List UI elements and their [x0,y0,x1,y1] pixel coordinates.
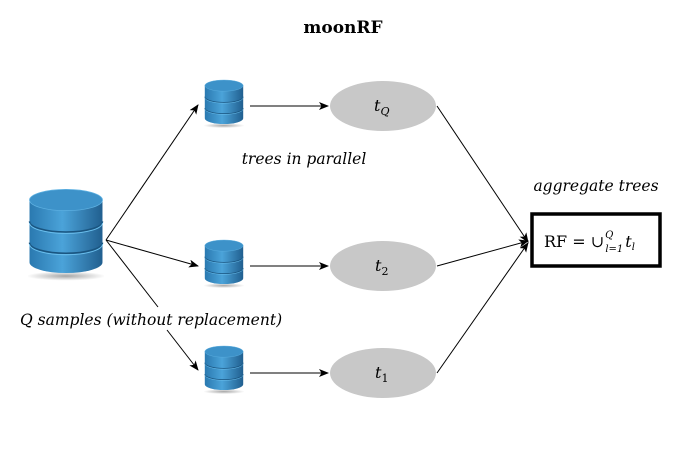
edge-main-to-sample-2 [105,239,199,268]
sample-q-database-icon [204,79,244,129]
tree-2-label: t2 [375,256,388,278]
edge-tree-2-to-output [436,239,529,267]
edge-tree-q-to-output [436,105,529,243]
samples-label: Q samples (without replacement) [20,311,282,329]
tree-q-node [330,81,436,131]
tree-1-node [330,348,436,398]
sample-1-database-icon [204,345,244,395]
sample-2-database-icon [204,239,244,289]
aggregate-trees-label: aggregate trees [533,177,658,195]
edge-main-to-sample-1-a [105,239,159,308]
main-dataset-database-icon [28,188,104,282]
edge-tree-1-to-output [436,242,529,374]
aggregate-output-box [530,212,662,268]
tree-q-label: tQ [374,96,389,118]
edge-main-to-sample-1-b [166,329,199,371]
edge-main-to-sample-q [105,104,199,241]
tree-1-label: t1 [375,363,388,385]
trees-in-parallel-label: trees in parallel [242,150,367,168]
tree-2-node [330,241,436,291]
diagram-title: moonRF [303,18,382,38]
